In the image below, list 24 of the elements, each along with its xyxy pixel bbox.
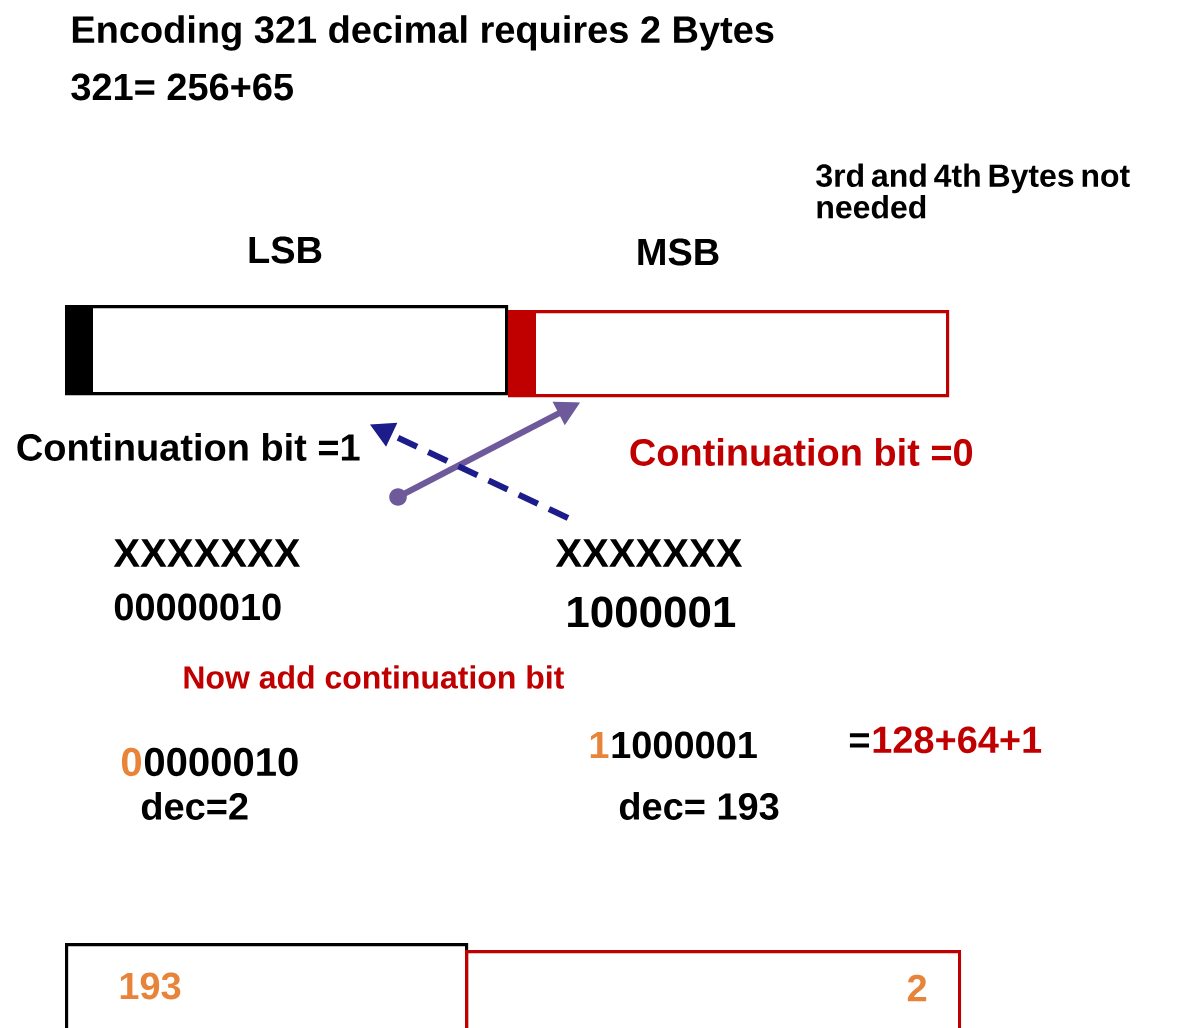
bit-pattern: 1000001 bbox=[568, 596, 736, 628]
bit-pattern: 1000001 bbox=[612, 731, 757, 759]
note: 3rd and 4th Bytes not needed bbox=[816, 163, 1130, 219]
decimal-value: dec=2 bbox=[141, 792, 248, 820]
equals-sign: = bbox=[849, 733, 869, 748]
bit-label: Continuation bit =0 bbox=[630, 438, 973, 466]
bit-pattern: XXXXXXX bbox=[113, 539, 301, 567]
byte-box: LSB bbox=[65, 236, 509, 396]
bit-pattern: XXXXXXX bbox=[555, 539, 743, 567]
note: Now add continuation bit bbox=[184, 665, 564, 689]
bit-pattern: 00000010 bbox=[114, 593, 281, 621]
node-label: LSB bbox=[249, 236, 322, 264]
byte-box: 2 bbox=[465, 950, 962, 1028]
bit-label: Continuation bit =1 bbox=[17, 433, 360, 461]
decimal-value: dec= 193 bbox=[619, 792, 779, 820]
byte-box: 193 bbox=[65, 943, 469, 1028]
bit-pattern: 0000010 bbox=[144, 747, 298, 777]
byte-box: MSB bbox=[508, 238, 950, 398]
node-label: MSB bbox=[638, 238, 719, 266]
title: Encoding 321 decimal requires 2 Bytes bbox=[72, 15, 774, 51]
continuation-bit: 1 bbox=[590, 731, 609, 759]
continuation-bit: 0 bbox=[121, 747, 141, 777]
subtitle: 321= 256+65 bbox=[71, 73, 293, 101]
sum-expression: 128+64+1 bbox=[873, 726, 1042, 754]
